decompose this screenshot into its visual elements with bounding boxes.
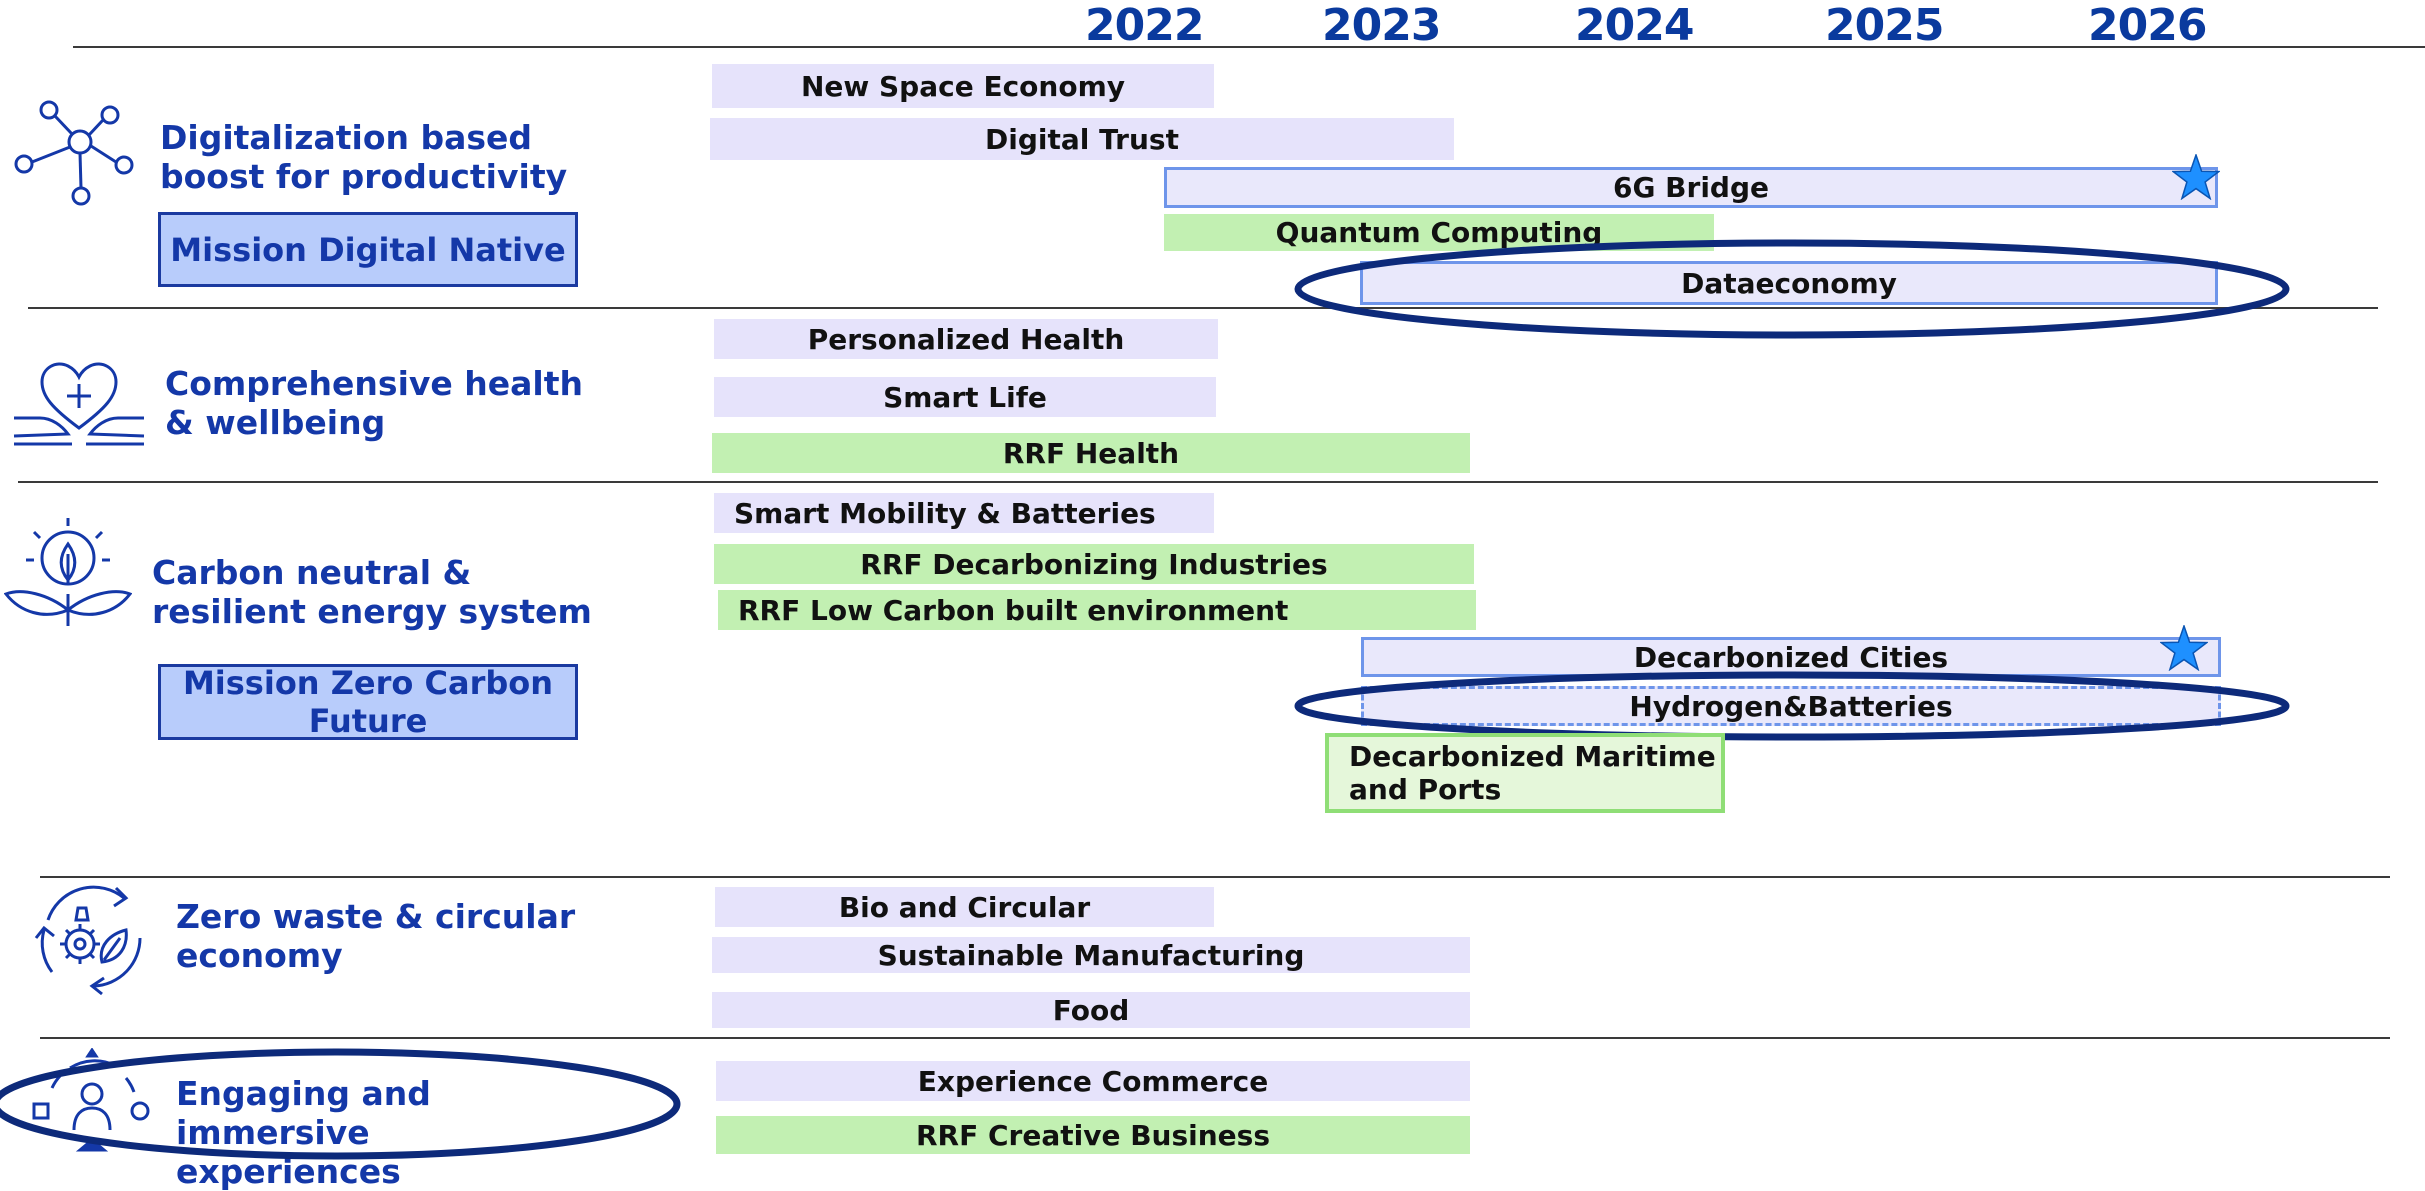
year-2023: 2023 [1322,0,1441,51]
theme-health: Comprehensive health & wellbeing [165,364,583,442]
year-2026: 2026 [2088,0,2207,51]
program-rrf-decarbonizing-industries: RRF Decarbonizing Industries [714,544,1474,584]
program-smart-mobility-batteries: Smart Mobility & Batteries [714,493,1214,533]
program-rrf-creative-business: RRF Creative Business [716,1116,1470,1154]
header-divider [73,46,2425,48]
highlight-ellipse-engaging [0,1048,681,1160]
program-hydrogen-batteries: Hydrogen&Batteries [1361,686,2221,726]
leaf-bulb-icon [4,514,132,630]
program-decarbonized-maritime-ports: Decarbonized Maritime and Ports [1325,733,1725,813]
program-6g-bridge: 6G Bridge [1164,167,2218,208]
highlight-ellipse-hydrogen [1294,671,2290,741]
recycle-gear-icon [28,880,154,996]
theme-waste: Zero waste & circular economy [176,897,576,975]
program-bio-circular: Bio and Circular [715,887,1214,927]
mission-digital-native: Mission Digital Native [158,212,578,287]
year-2022: 2022 [1085,0,1204,51]
program-rrf-health: RRF Health [712,433,1470,473]
program-dataeconomy: Dataeconomy [1360,261,2218,305]
section-divider-4 [40,1037,2390,1039]
star-icon [2159,623,2209,675]
program-sustainable-manufacturing: Sustainable Manufacturing [712,937,1470,973]
heart-hands-icon [12,356,146,446]
section-divider-1 [28,307,2378,309]
program-experience-commerce: Experience Commerce [716,1061,1470,1101]
program-personalized-health: Personalized Health [714,319,1218,359]
program-new-space-economy: New Space Economy [712,64,1214,108]
network-icon [14,96,134,210]
theme-carbon: Carbon neutral & resilient energy system [152,553,592,631]
mission-zero-carbon-future: Mission Zero Carbon Future [158,664,578,740]
section-divider-3 [40,876,2390,878]
year-2024: 2024 [1575,0,1694,51]
section-divider-2 [18,481,2378,483]
year-2025: 2025 [1825,0,1944,51]
program-digital-trust: Digital Trust [710,118,1454,160]
program-food: Food [712,992,1470,1028]
highlight-ellipse-dataeconomy [1294,239,2290,339]
program-smart-life: Smart Life [714,377,1216,417]
theme-digitalization: Digitalization based boost for productiv… [160,118,568,196]
star-icon [2171,152,2221,204]
program-rrf-low-carbon-built-environment: RRF Low Carbon built environment [718,590,1476,630]
